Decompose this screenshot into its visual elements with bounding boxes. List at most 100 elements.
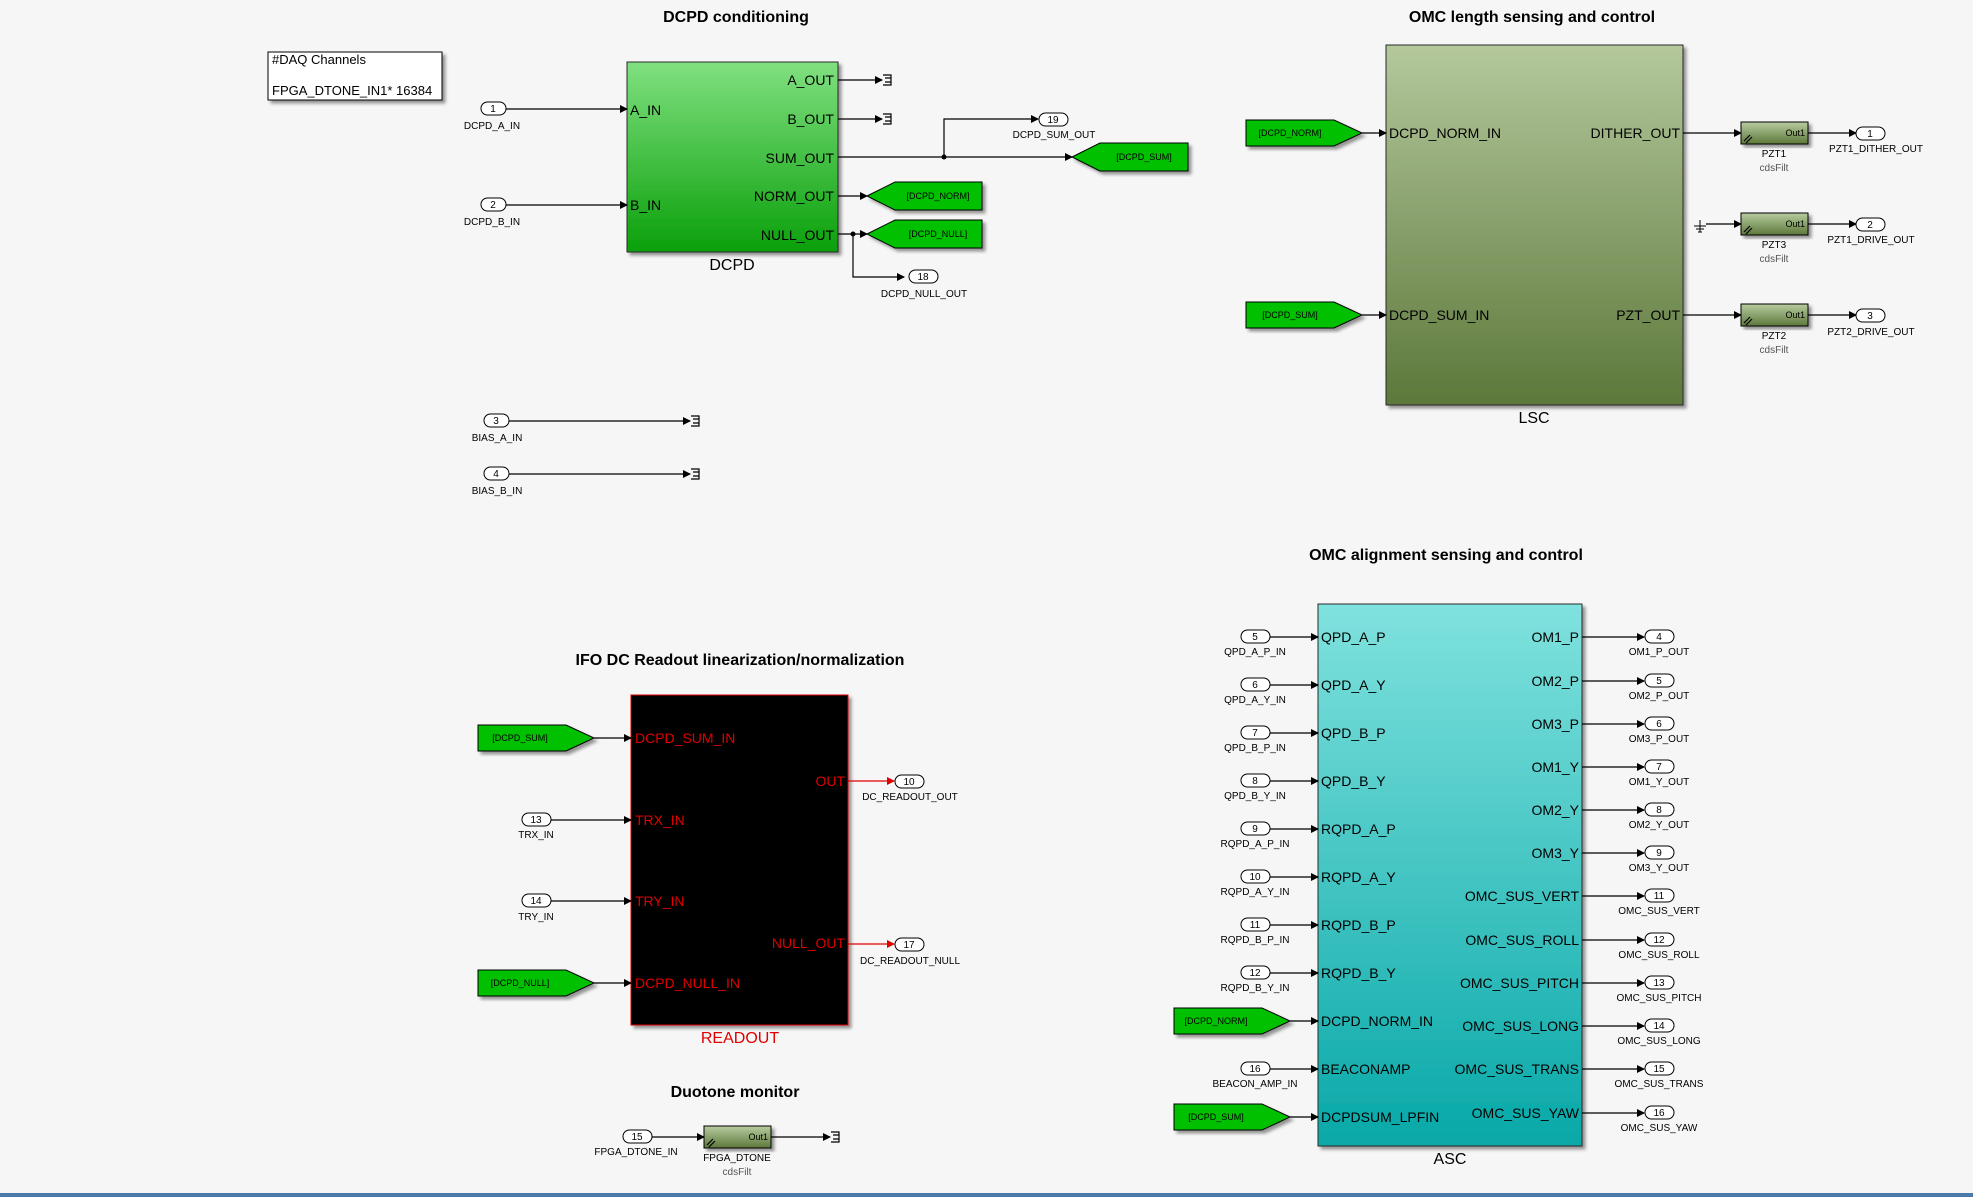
inport-number: 12 [1249,968,1261,979]
readout-out-null-label: NULL_OUT [772,935,846,951]
outport-label: PZT1_DRIVE_OUT [1827,235,1914,246]
asc-output-label: OMC_SUS_TRANS [1455,1061,1579,1077]
filter-pzt3[interactable]: Out1 [1740,212,1809,236]
asc-input-label: QPD_B_P [1321,725,1386,741]
outport-dcpd-null[interactable]: 18 [908,269,939,284]
inport-number: 10 [1249,872,1261,883]
asc-output-label: OM1_P [1532,629,1579,645]
inport-number: 8 [1252,776,1258,787]
asc-inport[interactable]: 7 [1240,725,1271,740]
asc-inport[interactable]: 12 [1240,965,1271,980]
inport-number: 13 [530,815,542,826]
asc-outport[interactable]: 6 [1644,716,1675,731]
branch-point [941,154,947,160]
asc-outport[interactable]: 12 [1644,932,1675,947]
inport-bias-a[interactable]: 3 [483,413,510,428]
asc-outport[interactable]: 8 [1644,802,1675,817]
asc-input-label: BEACONAMP [1321,1061,1410,1077]
outport-pzt1-dither[interactable]: 1 [1855,126,1886,141]
inport-bias-b[interactable]: 4 [483,466,510,481]
filter-lib: cdsFilt [1760,163,1789,174]
outport-number: 10 [903,777,915,788]
from-tag-asc-sum[interactable]: [DCPD_SUM] [1173,1103,1292,1131]
asc-inport[interactable]: 6 [1240,677,1271,692]
daq-note-line1: #DAQ Channels [272,52,366,67]
asc-block-name: ASC [1434,1151,1467,1168]
asc-inport[interactable]: 11 [1240,917,1271,932]
asc-inport[interactable]: 10 [1240,869,1271,884]
inport-number: 14 [530,896,542,907]
asc-output-label: OMC_SUS_LONG [1462,1018,1579,1034]
inport-trx[interactable]: 13 [521,812,552,827]
outport-dc-readout[interactable]: 10 [894,774,925,789]
outport-dcpd-sum[interactable]: 19 [1038,112,1069,127]
from-tag-readout-null[interactable]: [DCPD_NULL] [477,969,596,997]
filter-fpga-dtone[interactable]: Out1 [703,1125,772,1149]
asc-outport[interactable]: 4 [1644,629,1675,644]
from-tag-dcpd-norm[interactable]: [DCPD_NORM] [1245,119,1364,147]
asc-inport[interactable]: 5 [1240,629,1271,644]
asc-outport[interactable]: 16 [1644,1105,1675,1120]
filter-name: PZT3 [1762,240,1787,251]
inport-label: RQPD_A_Y_IN [1221,887,1290,898]
goto-label: [DCPD_SUM] [1116,152,1172,162]
outport-label: DCPD_SUM_OUT [1013,130,1096,141]
dcpd-block[interactable]: A_IN B_IN A_OUT B_OUT SUM_OUT NORM_OUT N… [626,61,839,253]
ground-icon [1694,220,1706,233]
inport-label: TRY_IN [518,912,553,923]
filter-pzt1[interactable]: Out1 [1740,121,1809,145]
daq-channels-note[interactable]: #DAQ Channels FPGA_DTONE_IN1* 16384 [267,51,443,101]
asc-outport[interactable]: 13 [1644,975,1675,990]
outport-number: 1 [1867,129,1873,140]
asc-inport[interactable]: 8 [1240,773,1271,788]
inport-number: 11 [1250,920,1261,931]
goto-tag-dcpd-norm[interactable]: [DCPD_NORM] [865,181,983,211]
from-label: [DCPD_SUM] [1262,310,1318,320]
from-tag-asc-norm[interactable]: [DCPD_NORM] [1173,1007,1292,1035]
goto-tag-dcpd-null[interactable]: [DCPD_NULL] [865,219,983,249]
asc-inport[interactable]: 9 [1240,821,1271,836]
outport-number: 4 [1656,632,1662,643]
from-tag-readout-sum[interactable]: [DCPD_SUM] [477,724,596,752]
inport-number: 15 [631,1132,643,1143]
inport-dcpd-b[interactable]: 2 [480,197,507,212]
outport-number: 16 [1653,1108,1665,1119]
asc-outport[interactable]: 14 [1644,1018,1675,1033]
inport-label: BEACON_AMP_IN [1212,1079,1297,1090]
outport-number: 8 [1656,805,1662,816]
inport-label: QPD_B_P_IN [1224,743,1286,754]
asc-outport[interactable]: 5 [1644,673,1675,688]
outport-label: PZT2_DRIVE_OUT [1827,327,1914,338]
daq-note-line2: FPGA_DTONE_IN1* 16384 [272,83,432,98]
wire [943,115,1039,157]
filter-pzt2[interactable]: Out1 [1740,303,1809,327]
asc-outport[interactable]: 11 [1644,888,1675,903]
asc-block[interactable]: QPD_A_PQPD_A_YQPD_B_PQPD_B_YRQPD_A_PRQPD… [1317,603,1583,1147]
dcpd-out-sum-label: SUM_OUT [766,150,835,166]
from-tag-dcpd-sum[interactable]: [DCPD_SUM] [1245,301,1364,329]
outport-pzt2-drive[interactable]: 3 [1855,308,1886,323]
outport-label: OM2_P_OUT [1629,691,1690,702]
asc-outport[interactable]: 15 [1644,1061,1675,1076]
terminator-icon [690,468,700,480]
inport-fpga-dtone[interactable]: 15 [622,1129,653,1144]
asc-outport[interactable]: 7 [1644,759,1675,774]
asc-outport[interactable]: 9 [1644,845,1675,860]
dcpd-out-norm-label: NORM_OUT [754,188,835,204]
inport-try[interactable]: 14 [521,893,552,908]
section-title-readout: IFO DC Readout linearization/normalizati… [576,652,905,669]
outport-label: OMC_SUS_YAW [1621,1123,1698,1134]
inport-label: QPD_B_Y_IN [1224,791,1286,802]
inport-number: 7 [1252,728,1258,739]
lsc-block[interactable]: DCPD_NORM_IN DCPD_SUM_IN DITHER_OUT PZT_… [1385,44,1684,406]
section-title-lsc: OMC length sensing and control [1409,9,1655,26]
asc-output-label: OM2_Y [1532,802,1580,818]
inport-dcpd-a[interactable]: 1 [480,101,507,116]
filter-out-label: Out1 [748,1132,768,1142]
readout-block[interactable]: DCPD_SUM_IN TRX_IN TRY_IN DCPD_NULL_IN O… [630,694,849,1026]
asc-output-label: OMC_SUS_ROLL [1465,932,1579,948]
goto-tag-dcpd-sum[interactable]: [DCPD_SUM] [1070,142,1189,172]
asc-inport[interactable]: 16 [1240,1061,1271,1076]
outport-pzt1-drive[interactable]: 2 [1855,217,1886,232]
outport-dc-readout-null[interactable]: 17 [894,937,925,952]
